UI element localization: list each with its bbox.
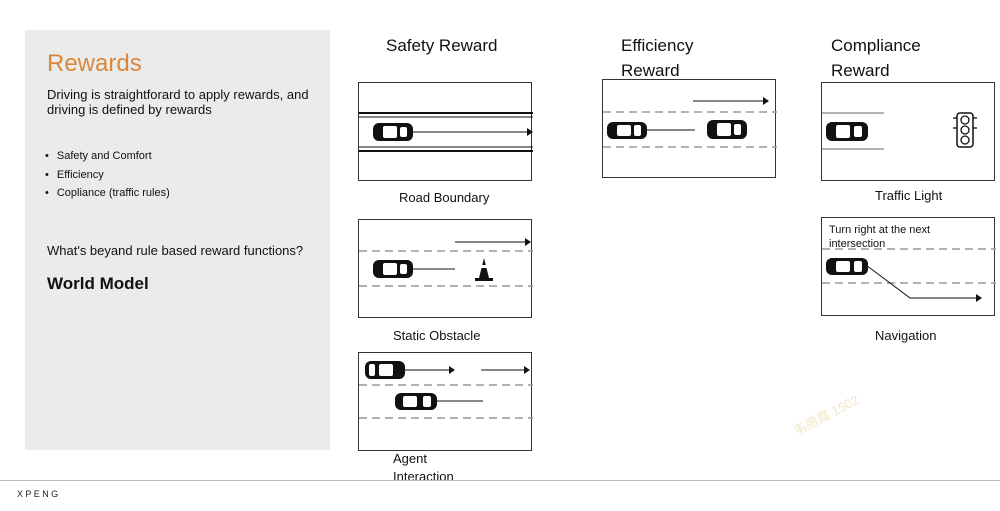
safety-reward-heading: Safety Reward <box>386 36 498 55</box>
static-obstacle-diagram <box>358 219 533 318</box>
navigation-instruction: Turn right at the next intersection <box>829 224 931 250</box>
compliance-reward-heading: Compliance Reward <box>831 36 921 80</box>
ego-car-icon <box>607 122 647 139</box>
road-boundary-caption: Road Boundary <box>399 190 490 205</box>
traffic-light-diagram <box>821 82 995 181</box>
ego-car-icon <box>826 122 868 141</box>
agent-car-icon <box>395 393 437 410</box>
footer-divider <box>0 480 1000 481</box>
traffic-light-icon <box>953 112 977 148</box>
rewards-panel: Rewards Driving is straightforard to app… <box>25 30 330 450</box>
reward-item-efficiency: Efficiency <box>45 166 170 185</box>
arrow-head-icon <box>527 128 533 136</box>
static-obstacle-caption: Static Obstacle <box>393 328 481 343</box>
ego-car-icon <box>365 361 405 379</box>
lead-car-icon <box>707 120 747 139</box>
reward-list: Safety and Comfort Efficiency Copliance … <box>45 147 170 203</box>
panel-question: What's beyand rule based reward function… <box>47 243 304 258</box>
navigation-diagram: Turn right at the next intersection <box>821 217 996 316</box>
ego-car-icon <box>373 260 413 278</box>
panel-intro: Driving is straightforard to apply rewar… <box>47 87 309 117</box>
traffic-light-caption: Traffic Light <box>875 188 943 203</box>
efficiency-reward-heading: Efficiency Reward <box>621 36 694 80</box>
agent-interaction-diagram <box>358 352 533 451</box>
xpeng-logo: XPENG <box>17 489 61 499</box>
efficiency-diagram <box>602 79 777 178</box>
ego-car-icon <box>373 123 413 141</box>
watermark: 韦丽霞 1502 <box>791 391 862 439</box>
panel-title: Rewards <box>47 50 142 77</box>
road-boundary-diagram <box>358 82 533 181</box>
ego-car-icon <box>826 258 868 275</box>
navigation-caption: Navigation <box>875 328 937 343</box>
reward-item-safety: Safety and Comfort <box>45 147 170 166</box>
traffic-cone-icon <box>475 258 493 281</box>
panel-world-model: World Model <box>47 274 149 293</box>
reward-item-compliance: Copliance (traffic rules) <box>45 184 170 203</box>
